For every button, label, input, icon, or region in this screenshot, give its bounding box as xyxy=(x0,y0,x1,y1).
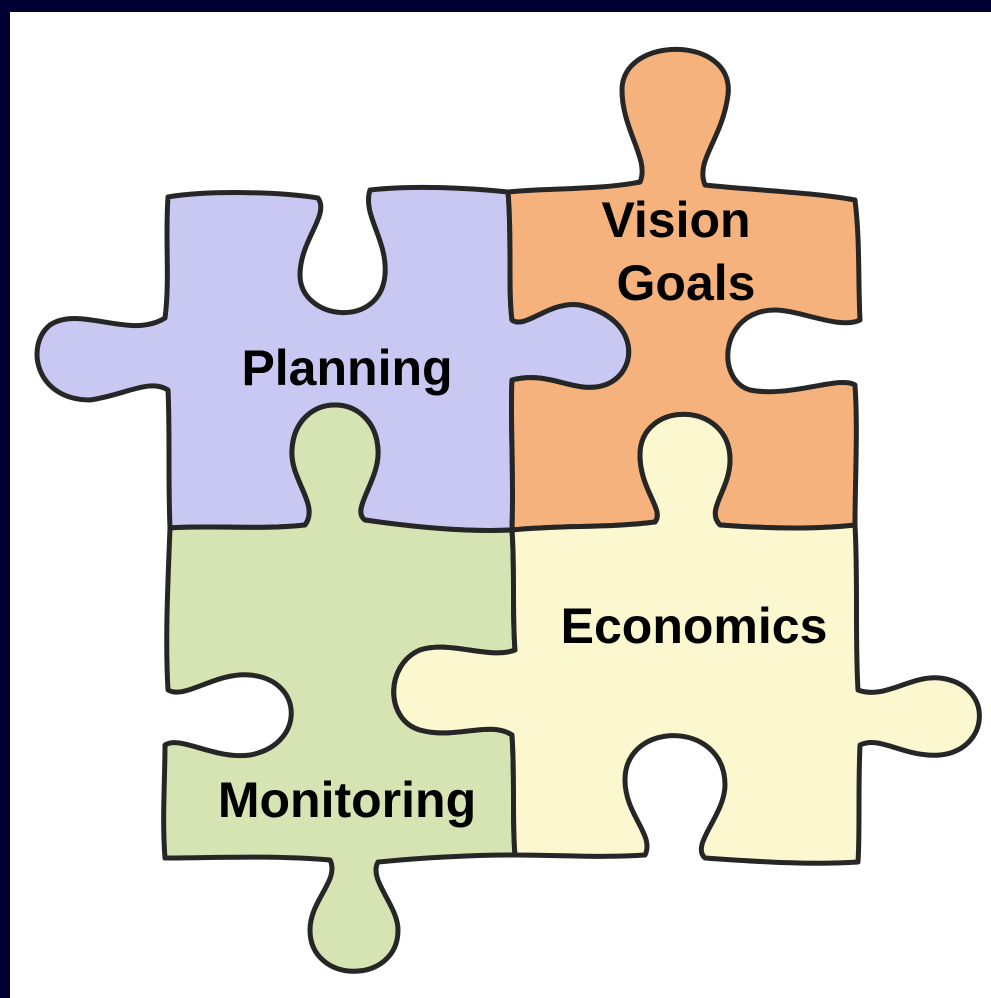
goals-label: Goals xyxy=(617,255,756,311)
monitoring-label: Monitoring xyxy=(218,772,476,828)
economics-piece-shape xyxy=(391,411,982,866)
puzzle-piece-economics xyxy=(391,411,982,866)
vision-label: Vision xyxy=(601,192,750,248)
planning-label: Planning xyxy=(241,340,452,396)
economics-label: Economics xyxy=(561,598,828,654)
